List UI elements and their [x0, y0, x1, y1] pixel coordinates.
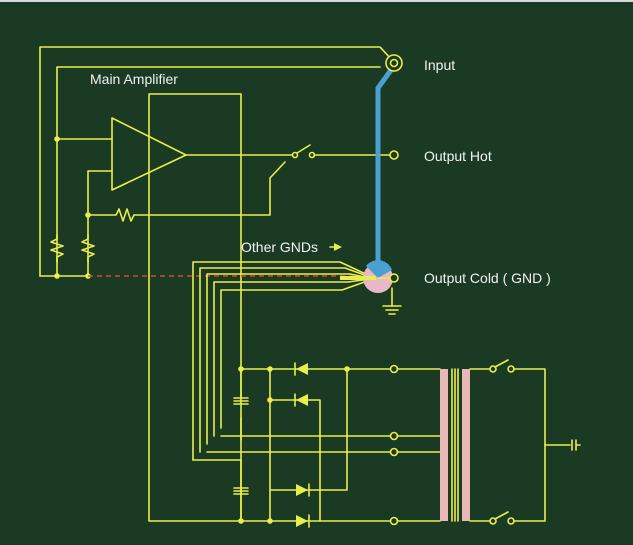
gnd-bundle-wire-5: [220, 279, 371, 429]
other-gnds-arrow-head: [334, 243, 342, 251]
ground-node-left: [54, 273, 60, 279]
bridge-inner-wire: [269, 399, 321, 522]
power-switch-1-blade: [494, 359, 509, 368]
relay-switch-blade: [296, 144, 311, 154]
diode-2: [296, 394, 308, 406]
output-cold-label: Output Cold ( GND ): [424, 270, 551, 286]
power-switch-2-b: [507, 517, 515, 525]
output-hot-label: Output Hot: [424, 148, 492, 164]
main-amplifier-label: Main Amplifier: [90, 71, 178, 87]
psu-node-top-bridge: [267, 366, 273, 372]
star-ground-pad-blue-quadrant: [366, 260, 392, 278]
output-hot-terminal: [389, 150, 399, 160]
relay-feedback-wire: [133, 161, 286, 216]
diode-3: [296, 484, 308, 496]
transformer-secondary-winding: [440, 369, 448, 521]
diode-1: [296, 363, 308, 375]
gnd-bundle-wire-4: [213, 278, 371, 437]
input-node: [54, 136, 60, 142]
bridge-right-rail: [269, 368, 348, 491]
psu-node-bottom-bridge: [267, 518, 273, 524]
input-loop-wire: [39, 46, 393, 277]
gnd-bundle-wire-2: [199, 267, 371, 453]
gnd-bundle-wire-3: [206, 273, 371, 445]
input-inner-wire: [56, 66, 381, 277]
transformer-core: [451, 368, 459, 522]
gnd-bundle-wire-1: [192, 261, 371, 461]
psu-node-top-left: [238, 366, 244, 372]
psu-lower-ground-wire: [192, 459, 242, 522]
other-gnds-label: Other GNDs: [241, 239, 318, 255]
input-resistor-left: [50, 234, 64, 263]
mains-plug-icon: [571, 439, 581, 451]
secondary-leads: [396, 368, 441, 522]
output-cold-terminal: [389, 273, 399, 283]
input-jack-inner: [389, 58, 399, 68]
psu-node-top-right: [344, 366, 350, 372]
primary-leads: [469, 368, 491, 522]
power-switch-1-b: [507, 365, 515, 373]
op-amp-symbol: [111, 117, 187, 191]
mains-loop: [513, 368, 546, 522]
psu-node-mid-bridge: [267, 397, 273, 403]
filter-cap-lower: [233, 487, 249, 495]
relay-contact-a: [291, 151, 299, 159]
main-amplifier-box: [148, 93, 242, 522]
input-label: Input: [424, 57, 455, 73]
diode-4: [296, 515, 308, 527]
input-resistor-right: [81, 234, 95, 263]
feedback-resistor: [87, 208, 135, 222]
ground-symbol: [382, 305, 402, 315]
filter-cap-upper: [233, 397, 249, 405]
top-border: [0, 0, 633, 2]
psu-node-bottom-left: [238, 518, 244, 524]
op-amp-feedback-wire: [87, 170, 113, 277]
feedback-node: [85, 212, 91, 218]
input-ground-trace: [375, 67, 394, 271]
transformer-primary-winding: [462, 369, 470, 521]
power-switch-2-blade: [494, 511, 509, 520]
